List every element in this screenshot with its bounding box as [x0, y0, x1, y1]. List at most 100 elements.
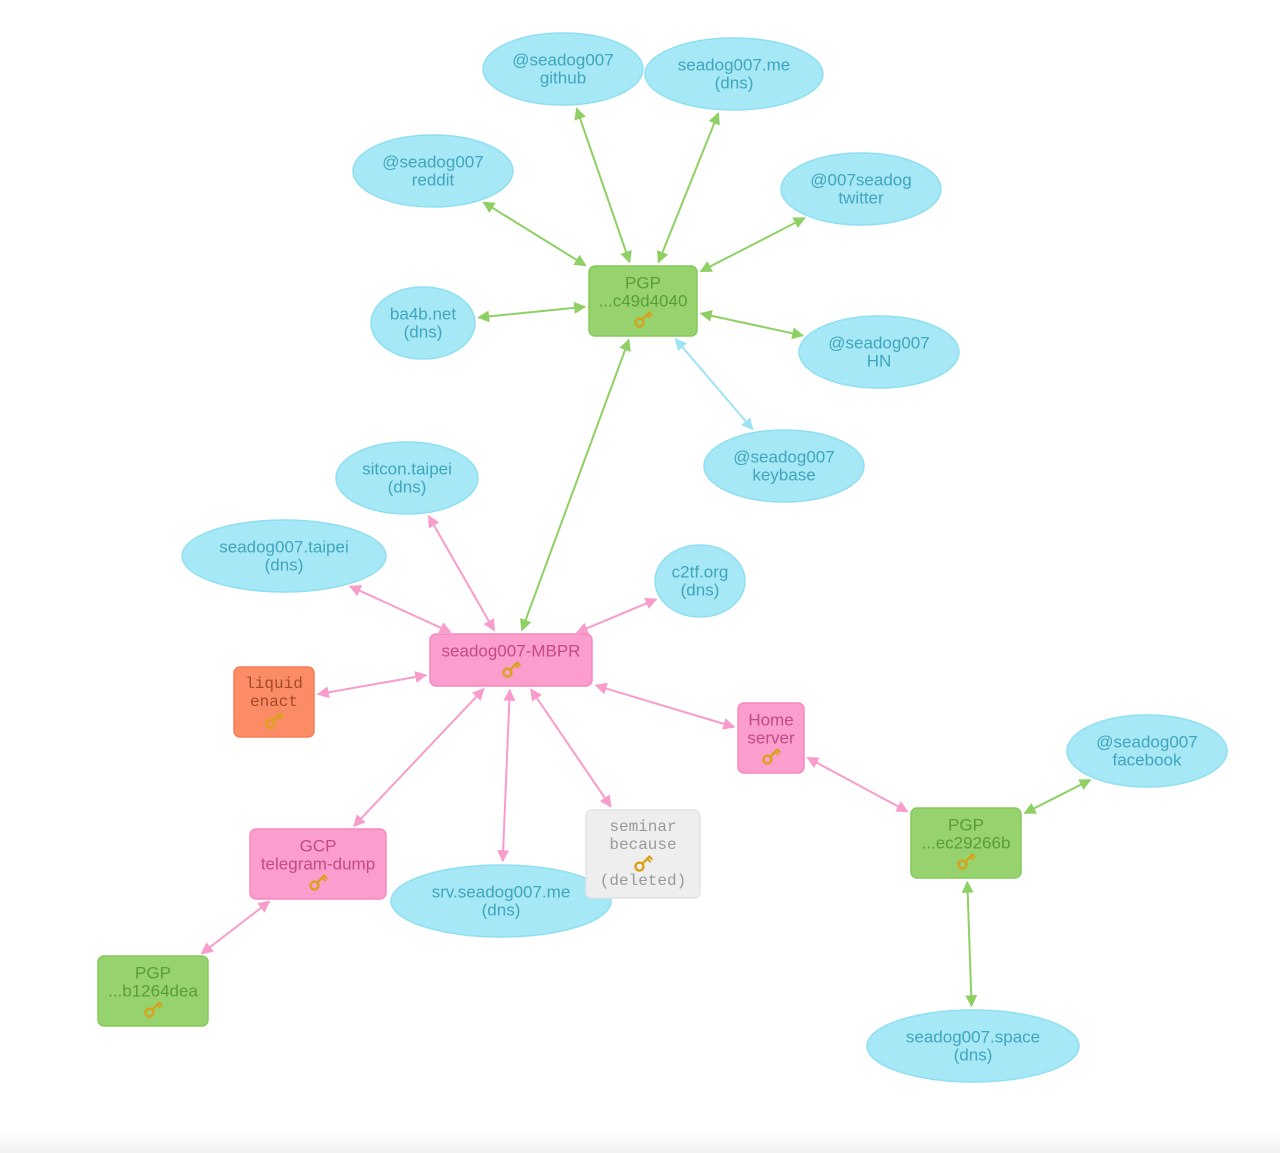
node-shape: [233, 666, 315, 738]
node-label: @seadog007: [1096, 733, 1197, 752]
node-label: because: [609, 836, 676, 854]
node-shape: [644, 37, 824, 111]
node-shape: [588, 265, 698, 337]
node-pgp-b12[interactable]: PGP...b1264dea: [97, 955, 209, 1027]
node-label: @seadog007: [733, 448, 834, 467]
node-label: seminar: [609, 818, 676, 836]
edge-mbpr-pgp-main: [520, 338, 631, 632]
node-label: ...b1264dea: [108, 982, 198, 1001]
node-label: ...c49d4040: [599, 292, 688, 311]
node-label: (dns): [715, 74, 754, 93]
node-shape: [798, 315, 960, 389]
key-icon: [265, 712, 284, 729]
node-pgp-ec[interactable]: PGP...ec29266b: [910, 807, 1022, 879]
edge-pgp-main-hn: [699, 309, 805, 340]
edge-mbpr-seminar: [530, 688, 612, 808]
node-label: facebook: [1113, 751, 1182, 770]
edge-pgp-main-twitter: [699, 217, 806, 273]
node-layer: @seadog007githubseadog007.me(dns)@seadog…: [97, 32, 1228, 1083]
node-label: c2tf.org: [672, 563, 729, 582]
node-ba4b[interactable]: ba4b.net(dns): [370, 286, 476, 360]
node-label: Home: [748, 711, 793, 730]
edge-pgp-ec-space: [961, 880, 978, 1008]
node-shape: [335, 441, 479, 515]
node-shape: [1066, 714, 1228, 788]
edge-pgp-main-seadog007-me: [656, 112, 720, 264]
node-label: (dns): [482, 901, 521, 920]
node-shape: [482, 32, 644, 106]
node-shape: [780, 152, 942, 226]
node-shape: [703, 429, 865, 503]
key-icon: [634, 855, 653, 872]
node-label: keybase: [752, 466, 815, 485]
node-label: seadog007-MBPR: [442, 642, 581, 661]
edge-pgp-ec-facebook: [1023, 778, 1092, 815]
node-shape: [390, 864, 612, 938]
key-icon: [144, 1001, 163, 1018]
node-label: HN: [867, 352, 892, 371]
node-label: GCP: [300, 837, 337, 856]
edge-mbpr-c2tf: [575, 597, 658, 634]
node-srv[interactable]: srv.seadog007.me(dns): [390, 864, 612, 938]
node-shape: [181, 519, 387, 593]
node-shape: [97, 955, 209, 1027]
node-shape: [585, 809, 701, 899]
node-pgp-main[interactable]: PGP...c49d4040: [588, 265, 698, 337]
node-label: seadog007.taipei: [219, 538, 349, 557]
node-label: srv.seadog007.me: [432, 883, 571, 902]
node-label: ...ec29266b: [922, 834, 1011, 853]
edge-layer: [200, 107, 1092, 1008]
node-label: liquid: [245, 675, 303, 693]
node-label: server: [747, 729, 795, 748]
node-c2tf[interactable]: c2tf.org(dns): [654, 544, 746, 618]
node-shape: [249, 828, 387, 900]
node-label: (dns): [388, 478, 427, 497]
edge-mbpr-sitcon: [427, 515, 496, 632]
node-label: enact: [250, 693, 298, 711]
node-label: @seadog007: [512, 51, 613, 70]
key-icon: [309, 874, 328, 891]
node-seadog-taipei[interactable]: seadog007.taipei(dns): [181, 519, 387, 593]
node-label: @seadog007: [828, 334, 929, 353]
edge-mbpr-liquid: [316, 671, 428, 699]
edge-pgp-main-keybase: [674, 338, 754, 431]
node-label: PGP: [948, 816, 984, 835]
node-label: (dns): [265, 556, 304, 575]
node-shape: [737, 702, 805, 774]
node-shape: [866, 1009, 1080, 1083]
node-space[interactable]: seadog007.space(dns): [866, 1009, 1080, 1083]
node-label: @seadog007: [382, 153, 483, 172]
node-label: (dns): [954, 1046, 993, 1065]
node-shape: [370, 286, 476, 360]
node-label: ba4b.net: [390, 305, 456, 324]
edge-pgp-main-ba4b: [477, 301, 587, 323]
node-label: (deleted): [600, 872, 686, 890]
node-sitcon[interactable]: sitcon.taipei(dns): [335, 441, 479, 515]
node-label: github: [540, 69, 586, 88]
node-mbpr[interactable]: seadog007-MBPR: [429, 633, 593, 687]
edge-pgp-main-github: [574, 107, 632, 264]
key-icon: [957, 853, 976, 870]
edge-mbpr-gcp: [353, 688, 485, 827]
edge-mbpr-home: [594, 682, 736, 730]
node-shape: [429, 633, 593, 687]
key-icon: [502, 661, 521, 678]
node-label: (dns): [404, 323, 443, 342]
node-shape: [654, 544, 746, 618]
edge-mbpr-srv: [497, 688, 516, 863]
edge-mbpr-seadog-taipei: [348, 585, 452, 634]
key-icon: [762, 748, 781, 765]
node-seadog007-me[interactable]: seadog007.me(dns): [644, 37, 824, 111]
node-label: reddit: [412, 171, 455, 190]
